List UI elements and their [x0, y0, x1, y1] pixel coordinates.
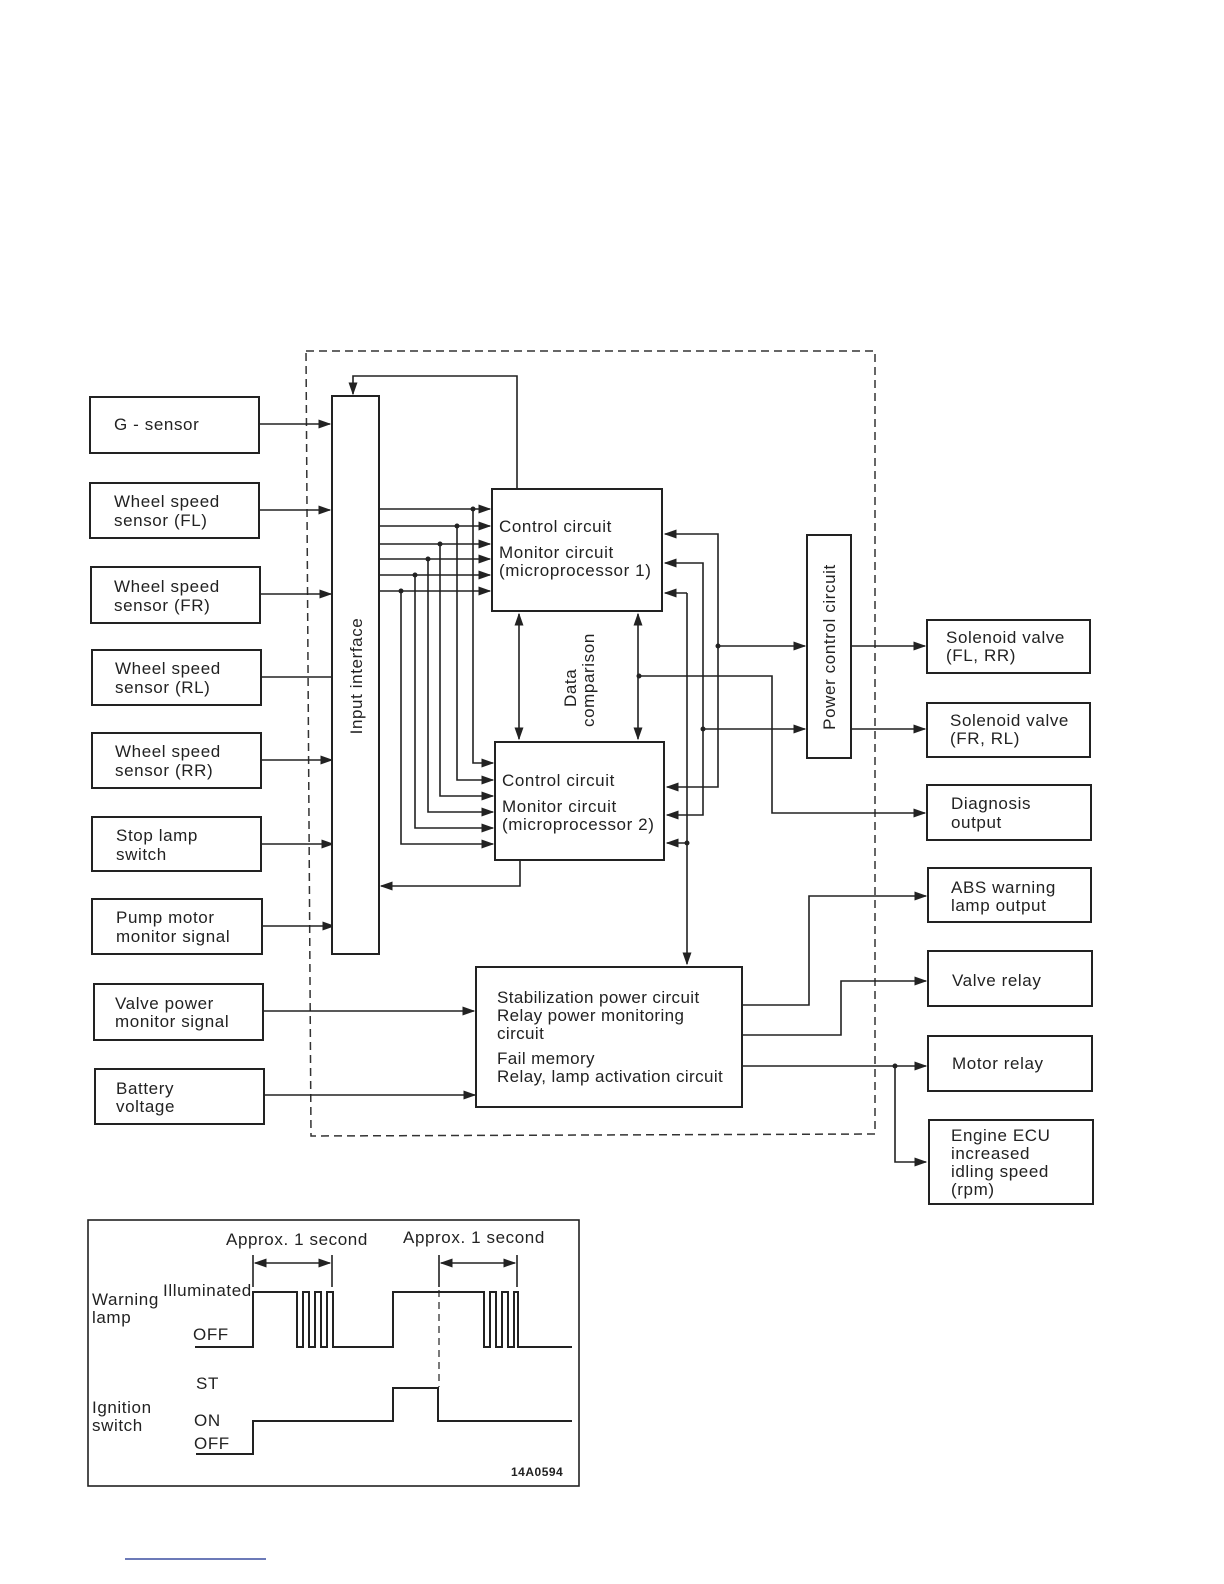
approx-label-2: Approx. 1 second [403, 1228, 545, 1247]
stabilization-output-wiring [742, 891, 928, 1167]
input-label: Wheel speed [114, 577, 220, 596]
input-box-wheel-speed-rr: Wheel speed sensor (RR) [91, 732, 262, 789]
ignition-switch-label: Ignition [92, 1398, 152, 1417]
output-label: Engine ECU [951, 1126, 1051, 1145]
micro2-line: Monitor circuit [502, 797, 617, 816]
input-label: Wheel speed [115, 742, 221, 761]
output-box-abs-warning-lamp: ABS warning lamp output [927, 867, 1092, 923]
dimension-markers [252, 1255, 518, 1387]
input-label: monitor signal [115, 1012, 229, 1031]
input-label: switch [116, 845, 167, 864]
illuminated-label: Illuminated [163, 1281, 252, 1300]
warning-lamp-label: Warning [92, 1290, 159, 1309]
warning-lamp-label: lamp [92, 1308, 131, 1327]
on-label: ON [194, 1411, 221, 1430]
power-control-label: Power control circuit [820, 564, 839, 730]
data-comparison-label: Data comparison [561, 633, 598, 727]
stabilization-line: circuit [497, 1024, 544, 1043]
input-box-pump-motor-monitor: Pump motor monitor signal [91, 898, 263, 955]
off-label-ignition: OFF [194, 1434, 230, 1453]
output-label: Solenoid valve [950, 711, 1069, 730]
stabilization-line: Relay power monitoring [497, 1006, 684, 1025]
stabilization-line: Stabilization power circuit [497, 988, 700, 1007]
stabilization-line: Fail memory [497, 1049, 595, 1068]
warning-lamp-waveform [195, 1291, 572, 1348]
figure-code: 14A0594 [511, 1465, 563, 1479]
input-interface-label: Input interface [347, 618, 366, 735]
input-label: sensor (RR) [115, 761, 213, 780]
input-box-wheel-speed-fl: Wheel speed sensor (FL) [89, 482, 260, 539]
micro1-line: Control circuit [499, 517, 612, 536]
input-box-wheel-speed-rl: Wheel speed sensor (RL) [91, 649, 262, 706]
micro1-line: (microprocessor 1) [499, 561, 652, 580]
output-box-solenoid-fr-rl: Solenoid valve (FR, RL) [926, 702, 1091, 758]
output-label: lamp output [951, 896, 1046, 915]
micro2-line: Control circuit [502, 771, 615, 790]
svg-text:comparison: comparison [579, 633, 598, 727]
output-label: Motor relay [952, 1054, 1044, 1073]
output-label: Solenoid valve [946, 628, 1065, 647]
svg-text:Data: Data [561, 669, 580, 707]
input-label: G - sensor [114, 415, 199, 434]
output-label: output [951, 813, 1002, 832]
input-label: Wheel speed [114, 492, 220, 511]
input-label: Wheel speed [115, 659, 221, 678]
timing-frame [87, 1219, 580, 1487]
power-control-block: Power control circuit [806, 534, 852, 759]
output-label: Valve relay [952, 971, 1041, 990]
output-box-valve-relay: Valve relay [927, 950, 1093, 1007]
feedback-micro1-to-interface [348, 375, 518, 489]
output-label: (rpm) [951, 1180, 995, 1199]
bus-to-micro2 [400, 509, 495, 849]
feedback-micro2-to-interface [379, 861, 521, 891]
input-interface-block: Input interface [331, 395, 380, 955]
output-label: (FL, RR) [946, 646, 1016, 665]
input-label: sensor (FL) [114, 511, 208, 530]
st-label: ST [196, 1374, 219, 1393]
micro1-line: Monitor circuit [499, 543, 614, 562]
micro2-line: (microprocessor 2) [502, 815, 655, 834]
input-label: Valve power [115, 994, 214, 1013]
output-label: Diagnosis [951, 794, 1031, 813]
stabilization-block: Stabilization power circuit Relay power … [475, 966, 743, 1108]
bus-to-micro1 [379, 504, 492, 596]
ecu-boundary [305, 350, 876, 1137]
output-box-engine-ecu: Engine ECU increased idling speed (rpm) [928, 1119, 1094, 1205]
approx-label-1: Approx. 1 second [226, 1230, 368, 1249]
output-label: idling speed [951, 1162, 1049, 1181]
input-box-g-sensor: G - sensor [89, 396, 260, 454]
output-label: increased [951, 1144, 1030, 1163]
input-label: sensor (RL) [115, 678, 210, 697]
microprocessor-1-block: Control circuit Monitor circuit (micropr… [491, 488, 663, 612]
off-label-lamp: OFF [193, 1325, 229, 1344]
input-arrows [259, 419, 477, 1100]
output-label: ABS warning [951, 878, 1056, 897]
stabilization-line: Relay, lamp activation circuit [497, 1067, 723, 1086]
input-label: monitor signal [116, 927, 230, 946]
ignition-switch-waveform [196, 1387, 572, 1455]
ignition-switch-label: switch [92, 1416, 143, 1435]
output-box-diagnosis-output: Diagnosis output [926, 784, 1092, 841]
input-label: voltage [116, 1097, 175, 1116]
input-box-wheel-speed-fr: Wheel speed sensor (FR) [90, 566, 261, 624]
bus-junction-dots [398, 506, 476, 594]
input-label: Stop lamp [116, 826, 198, 845]
input-label: sensor (FR) [114, 596, 210, 615]
input-box-stop-lamp-switch: Stop lamp switch [91, 816, 262, 872]
input-box-valve-power-monitor: Valve power monitor signal [93, 983, 264, 1041]
micro-output-wiring [636, 529, 927, 966]
output-box-motor-relay: Motor relay [927, 1035, 1093, 1092]
input-box-battery-voltage: Battery voltage [94, 1068, 265, 1125]
input-label: Pump motor [116, 908, 215, 927]
output-box-solenoid-fl-rr: Solenoid valve (FL, RR) [926, 619, 1091, 674]
microprocessor-2-block: Control circuit Monitor circuit (micropr… [494, 741, 665, 861]
timing-diagram: Approx. 1 second Approx. 1 second Warnin… [87, 1219, 580, 1487]
output-label: (FR, RL) [950, 729, 1020, 748]
input-label: Battery [116, 1079, 174, 1098]
